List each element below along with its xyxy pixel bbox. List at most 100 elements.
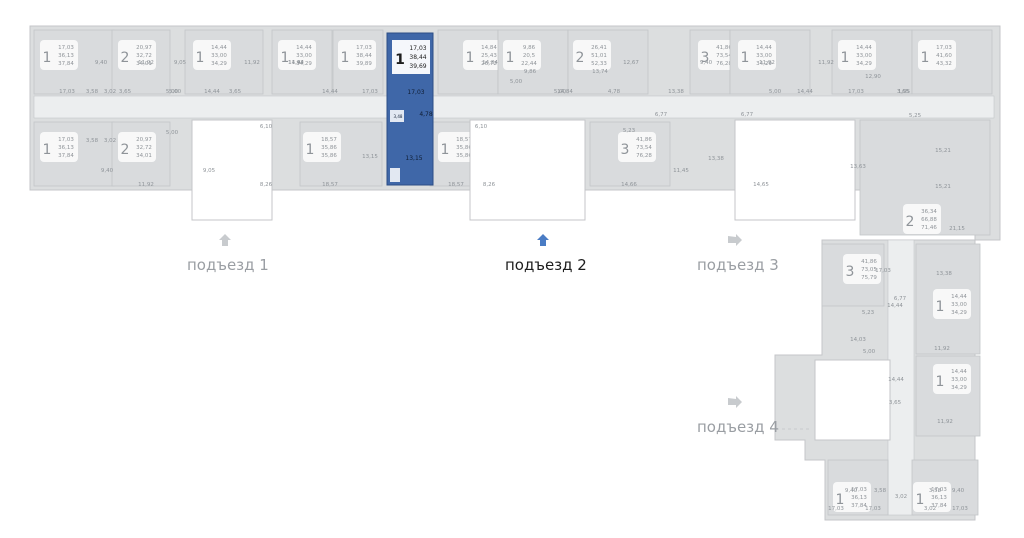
apartment-rooms: 1: [506, 50, 515, 66]
arrow-icon-entrance-2: [537, 234, 549, 246]
dimension-label: 11,92: [138, 182, 154, 188]
entrance-markers: подъезд 1 подъезд 2 подъезд 3 подъезд 4: [187, 234, 812, 436]
apartment-area: 76,28: [636, 153, 652, 159]
dimension-label: 15,21: [935, 184, 951, 190]
dimension-label: 3,02: [924, 506, 936, 512]
apartment-area: 37,84: [851, 503, 867, 509]
dimension-label: 9,05: [203, 168, 216, 174]
apartment-rooms: 3: [846, 264, 855, 280]
entrance-3-label[interactable]: подъезд 3: [697, 256, 779, 274]
apartment-rooms: 1: [936, 374, 945, 390]
apartment-area: 34,29: [756, 61, 772, 67]
apartment-area: 36,13: [851, 495, 867, 501]
apartment-card-bg: [40, 40, 78, 70]
apartment-area: 71,46: [921, 225, 937, 231]
dimension-label: 8,26: [260, 182, 273, 188]
dimension-label: 1,95: [898, 89, 911, 95]
dimension-label: 14,66: [621, 182, 637, 188]
entrance-2-label[interactable]: подъезд 2: [505, 256, 587, 274]
apartment-area: 26,72: [481, 61, 497, 67]
apartment-rooms: 1: [341, 50, 350, 66]
highlighted-dim-4: 3,48: [394, 114, 403, 119]
apartment-area: 32,72: [136, 145, 152, 151]
apartment-rooms: 1: [741, 50, 750, 66]
apartment-area: 52,33: [591, 61, 607, 67]
dimension-label: 14,03: [850, 337, 866, 343]
apartment-card-bg: [933, 289, 971, 319]
entrance-1-label[interactable]: подъезд 1: [187, 256, 269, 274]
dimension-label: 3,65: [119, 89, 132, 95]
apartment-area: 17,03: [851, 487, 867, 493]
apartment-card[interactable]: 1 17,03 36,13 37,84: [833, 482, 871, 512]
dimension-label: 5,00: [863, 349, 876, 355]
apartment-rooms: 1: [936, 299, 945, 315]
dimension-label: 9,40: [845, 488, 858, 494]
apartment-area: 33,00: [211, 53, 227, 59]
dimension-label: 15,21: [935, 148, 951, 154]
apartment-rooms: 1: [836, 492, 845, 508]
entrance-4-label[interactable]: подъезд 4: [697, 418, 779, 436]
apartment-area: 22,44: [521, 61, 537, 67]
highlighted-info-box: [392, 40, 430, 74]
dimension-label: 11,92: [937, 419, 953, 425]
apartment-rooms: 3: [621, 142, 630, 158]
apartment-area: 37,84: [58, 61, 74, 67]
highlighted-rooms: 1: [395, 52, 405, 68]
apartment-card-bg: [838, 40, 876, 70]
apartment-area: 36,13: [58, 53, 74, 59]
dimension-label: 5,23: [623, 128, 636, 134]
dimension-label: 13,38: [708, 156, 724, 162]
apartment-card-bg: [618, 132, 656, 162]
apartment-card-bg: [573, 40, 611, 70]
apartment-area: 73,54: [716, 53, 732, 59]
apartment-area: 17,03: [356, 45, 372, 51]
apartment-card-bg: [833, 482, 871, 512]
corridor-main: [33, 95, 995, 119]
dimension-label: 3,65: [889, 400, 902, 406]
apartment-area: 18,57: [456, 137, 472, 143]
apartment-area: 35,86: [321, 145, 337, 151]
dimension-label: 9,40: [101, 168, 114, 174]
arrow-icon-entrance-3: [728, 234, 742, 246]
apartment-rooms: 1: [43, 50, 52, 66]
apartment-area: 9,86: [523, 45, 536, 51]
apartment-area: 43,32: [936, 61, 952, 67]
dimension-label: 17,03: [362, 89, 378, 95]
apartment-rooms: 1: [441, 142, 450, 158]
stair-core-4: [814, 359, 891, 441]
highlighted-apartment[interactable]: 1 17,03 38,44 39,69 17,03 4,78 13,15 3,4…: [386, 32, 434, 186]
apartment-area: 18,57: [321, 137, 337, 143]
dimension-label: 12,67: [623, 60, 639, 66]
apartment-area: 73,05: [861, 267, 877, 273]
apartment-area: 75,79: [861, 275, 877, 281]
apartment-area: 41,86: [636, 137, 652, 143]
apartment-area: 34,01: [136, 61, 152, 67]
apartment-card-bg: [463, 40, 501, 70]
dimension-label: 6,10: [260, 124, 273, 130]
apartment-area: 39,89: [356, 61, 372, 67]
